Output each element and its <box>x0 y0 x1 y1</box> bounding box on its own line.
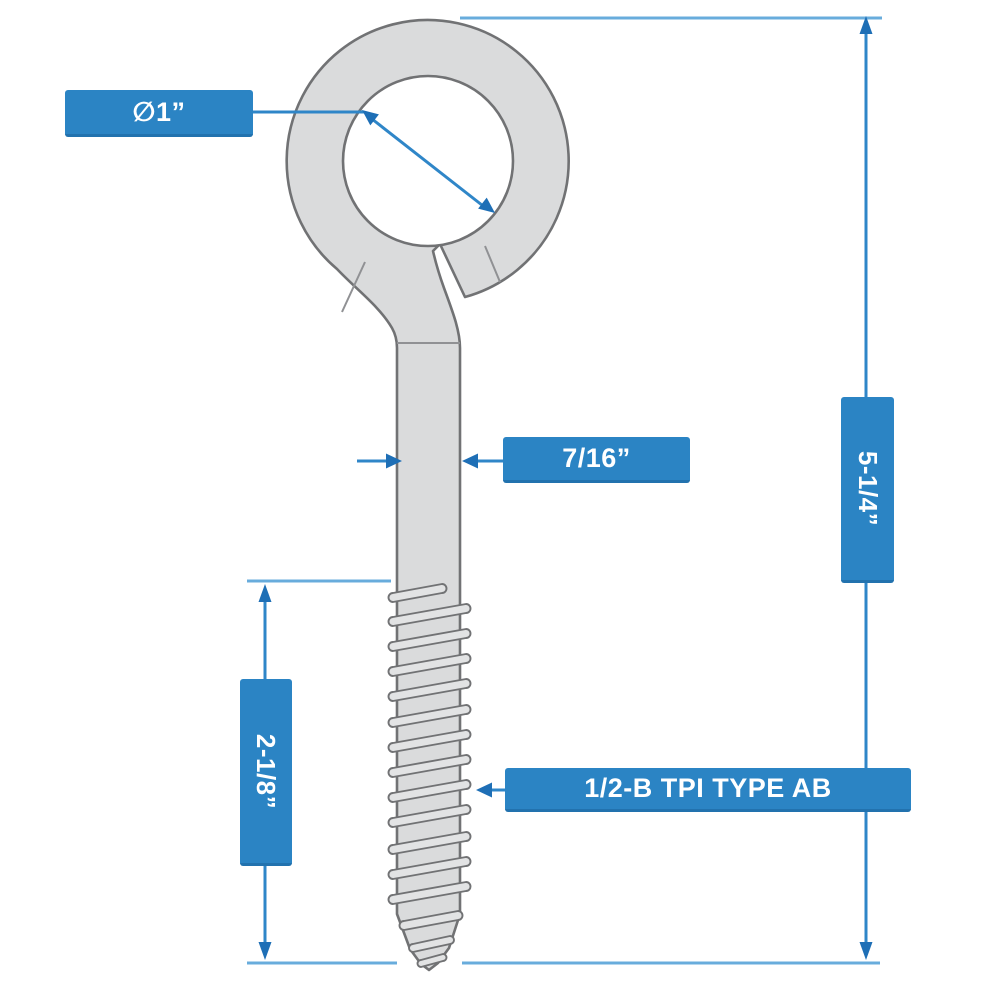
thread-spec-value: 1/2-B TPI TYPE AB <box>584 773 832 803</box>
thread-ridges <box>387 583 472 968</box>
eye-diameter-value: ∅1” <box>132 96 186 127</box>
thread-ridge <box>387 729 472 753</box>
thread-ridge <box>387 628 472 652</box>
shank-diameter-label: 7/16” <box>503 437 690 483</box>
thread-ridge <box>387 678 472 702</box>
arrow-up-left-icon <box>362 110 379 126</box>
eye-diameter-label: ∅1” <box>65 90 253 137</box>
thread-ridge <box>416 953 448 968</box>
thread-ridge <box>387 583 448 603</box>
arrow-right-icon <box>386 453 402 469</box>
thread-ridge <box>387 653 472 677</box>
thread-ridge <box>398 910 464 931</box>
thread-ridge <box>387 804 472 828</box>
arrow-down-icon <box>859 942 873 960</box>
thread-ridge <box>387 754 472 778</box>
thread-ridge <box>387 856 472 880</box>
arrow-up-icon <box>859 16 873 34</box>
overall-length-value: 5-1/4” <box>853 450 884 527</box>
eye-screw-body <box>285 18 570 972</box>
shank-diameter-value: 7/16” <box>562 443 631 473</box>
arrow-down-icon <box>258 942 272 960</box>
thread-ridge <box>387 881 472 905</box>
thread-ridge <box>408 935 455 953</box>
thread-spec-label: 1/2-B TPI TYPE AB <box>505 768 911 812</box>
thread-length-value: 2-1/8” <box>251 733 282 809</box>
neck-bend-line <box>341 261 366 313</box>
rod-end-line <box>484 245 501 283</box>
overall-length-label: 5-1/4” <box>841 397 894 583</box>
thread-ridge <box>387 603 472 627</box>
thread-length-label: 2-1/8” <box>240 679 292 866</box>
arrow-left-icon <box>476 782 492 798</box>
diameter-arrow-line <box>371 117 488 211</box>
thread-ridge <box>387 831 472 855</box>
arrow-down-right-icon <box>478 197 495 213</box>
thread-ridge <box>387 704 472 728</box>
arrow-left-icon <box>462 453 478 469</box>
thread-ridge <box>387 779 472 803</box>
arrow-up-icon <box>258 584 272 602</box>
